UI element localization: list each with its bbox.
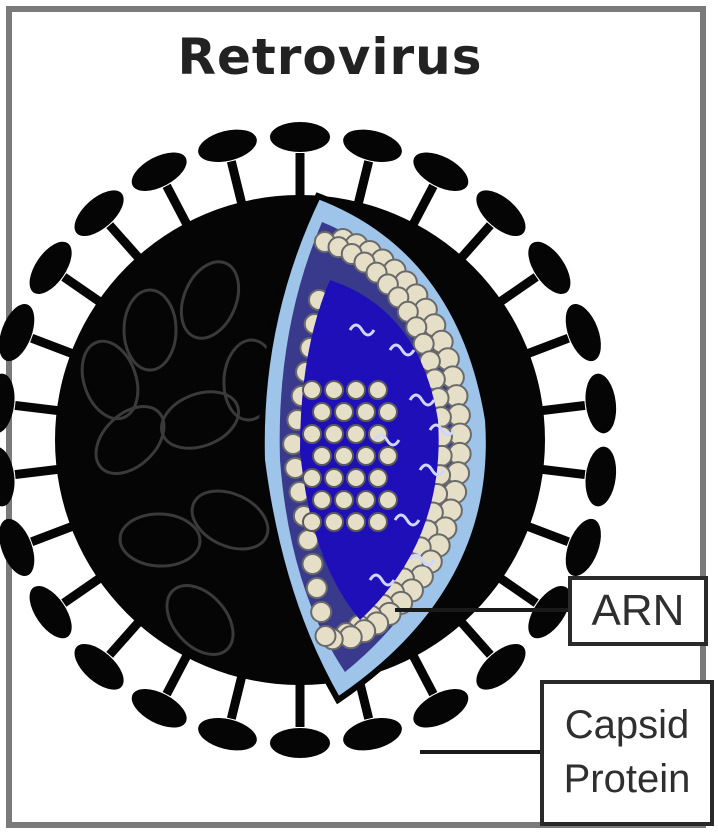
capsomere bbox=[369, 513, 387, 531]
capsomere bbox=[311, 602, 331, 622]
capsomere bbox=[325, 425, 343, 443]
capsomere bbox=[357, 491, 375, 509]
capsomere bbox=[313, 447, 331, 465]
capsomere bbox=[325, 513, 343, 531]
capsomere bbox=[379, 447, 397, 465]
capsomere bbox=[325, 381, 343, 399]
capsomere bbox=[369, 469, 387, 487]
spike-head bbox=[0, 445, 18, 508]
spike-head bbox=[270, 122, 330, 152]
capsomere bbox=[315, 626, 335, 646]
capsomere bbox=[347, 513, 365, 531]
capsomere bbox=[347, 425, 365, 443]
spike-head bbox=[270, 728, 330, 758]
spike-head bbox=[126, 681, 193, 735]
spike-head bbox=[0, 299, 41, 366]
capsomere bbox=[303, 381, 321, 399]
spike-head bbox=[520, 235, 579, 301]
spike-head bbox=[195, 124, 260, 167]
capsomere bbox=[307, 578, 327, 598]
capsomere bbox=[325, 469, 343, 487]
capsomere bbox=[379, 403, 397, 421]
spike-head bbox=[0, 372, 18, 435]
capsomere bbox=[303, 425, 321, 443]
capsomere bbox=[357, 447, 375, 465]
spike-head bbox=[0, 514, 41, 581]
capsid-protein-label: Capsid Protein bbox=[540, 680, 714, 826]
capsomere bbox=[303, 554, 323, 574]
capsomere bbox=[313, 491, 331, 509]
spike-head bbox=[340, 124, 405, 167]
spike-head bbox=[21, 579, 80, 645]
spike-head bbox=[126, 144, 193, 198]
capsid-label-line2: Protein bbox=[544, 752, 710, 806]
capsomere bbox=[335, 403, 353, 421]
capsomere bbox=[303, 469, 321, 487]
capsomere bbox=[313, 403, 331, 421]
capsomere bbox=[335, 491, 353, 509]
capsomere bbox=[347, 381, 365, 399]
capsomere bbox=[335, 447, 353, 465]
capsomere bbox=[357, 403, 375, 421]
arn-label: ARN bbox=[568, 576, 708, 646]
spike-head bbox=[21, 235, 80, 301]
spike-head bbox=[582, 372, 619, 435]
capsomere bbox=[379, 491, 397, 509]
capsid-label-line1: Capsid bbox=[544, 698, 710, 752]
capsomere bbox=[303, 513, 321, 531]
spike-head bbox=[195, 712, 260, 755]
capsomere bbox=[298, 530, 318, 550]
spike-head bbox=[582, 445, 619, 508]
arn-label-text: ARN bbox=[592, 586, 685, 635]
capsomere bbox=[369, 381, 387, 399]
spike-head bbox=[559, 299, 608, 366]
spike-head bbox=[340, 712, 405, 755]
spike-head bbox=[407, 681, 474, 735]
spike-head bbox=[407, 144, 474, 198]
capsomere bbox=[347, 469, 365, 487]
capsomere bbox=[369, 425, 387, 443]
spike-head bbox=[559, 514, 608, 581]
